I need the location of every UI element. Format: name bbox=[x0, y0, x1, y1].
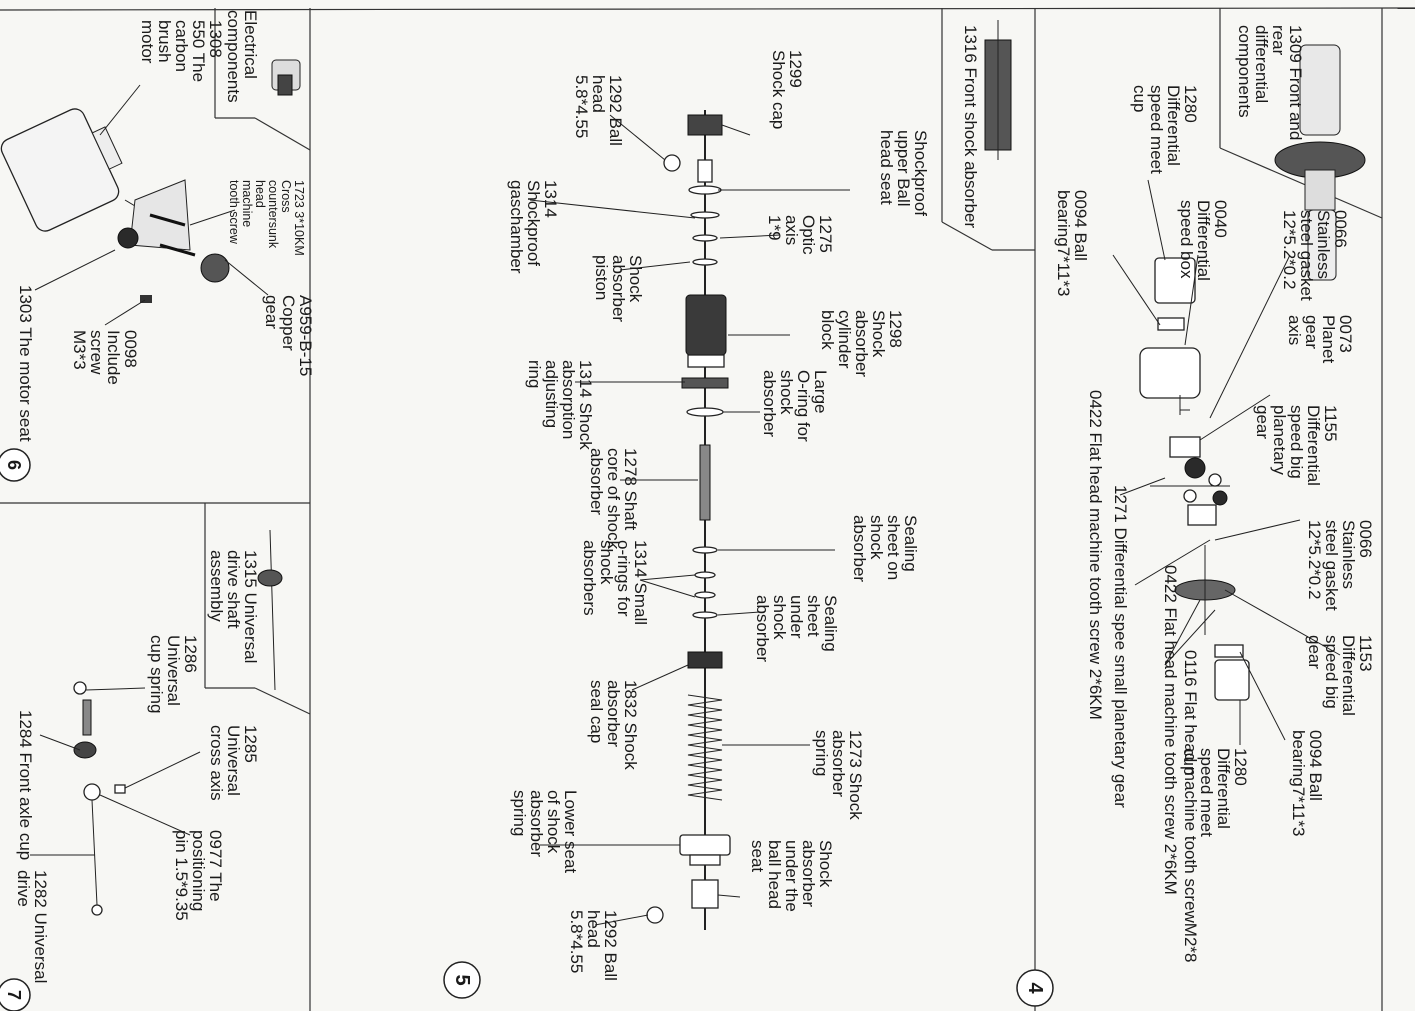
small-planet-part bbox=[1187, 504, 1217, 526]
s7-label-pin: 0977 Thepositioningpin 1.5*9.35 bbox=[172, 830, 225, 921]
s5-label-piston: Shockabsorberpiston bbox=[592, 255, 645, 322]
step-6-badge: 6 bbox=[0, 448, 31, 482]
s5-label-ball2: 1292 Ballhead5.8*4.55 bbox=[567, 910, 620, 981]
s4-label-big-gear: 1153Differentialspeed biggear bbox=[1305, 635, 1375, 716]
lower-seat-part bbox=[679, 834, 731, 856]
motor-seat-part bbox=[129, 179, 191, 251]
s4-label-diff-cup: 1280Differentialspeed meetcup bbox=[1130, 85, 1200, 174]
big-planet-part bbox=[1169, 436, 1201, 458]
s7-label-cross: 1285Universalcross axis bbox=[207, 725, 260, 801]
s6-label-gear: A959-B-15Coppergear bbox=[262, 295, 315, 376]
spring-part bbox=[687, 694, 723, 801]
s7-label-drive: 1282 Universaldrive bbox=[14, 870, 50, 983]
copper-gear-part bbox=[200, 253, 230, 283]
svg-text:4: 4 bbox=[1024, 982, 1046, 994]
diff-box-part bbox=[1139, 347, 1201, 399]
s5-label-seal-on: Sealingsheet onshockabsorber bbox=[850, 515, 920, 582]
s7-label-spring: 1286Universalcup spring bbox=[147, 635, 200, 713]
step-7-badge: 7 bbox=[0, 978, 31, 1011]
s6-label-screw2: 0098IncludescrewM3*3 bbox=[70, 330, 140, 385]
cross-axis-part bbox=[83, 783, 101, 801]
seal-cap-part bbox=[687, 651, 723, 669]
s4-label-diff-box: 0040Differentialspeed box bbox=[1177, 200, 1230, 281]
shock-absorber-drawing bbox=[529, 20, 1012, 930]
s5-label-under-ball: Shockabsorberunder theball headseat bbox=[748, 840, 835, 912]
s5-label-optic: 1275Opticaxis1*9 bbox=[765, 215, 835, 255]
motor-thumbnail bbox=[271, 59, 301, 96]
bearing-part bbox=[1157, 317, 1185, 331]
shaft-core-part bbox=[699, 444, 711, 521]
s6-label-motor: 1308550 Thecarbonbrushmotor bbox=[138, 20, 225, 82]
shock-thumbnail bbox=[984, 20, 1012, 160]
s4-label-gasket1: 0066Stainlesssteel gasket12*5.2*0.2 bbox=[1280, 210, 1350, 301]
s4-label-bb1: 0094 Ballbearing7*11*3 bbox=[1054, 190, 1090, 297]
step-5-badge: 5 bbox=[443, 961, 481, 999]
part-labels: 1309 Front andreardifferentialcomponents… bbox=[14, 10, 1375, 983]
s5-label-upper-seat: Shockproofupper Ballhead seat bbox=[877, 130, 930, 216]
s6-label-seat: 1303 The motor seat bbox=[16, 285, 35, 442]
s4-label-big-planet: 1155Differentialspeed bigplanetarygear bbox=[1253, 405, 1340, 486]
electrical-drawing bbox=[0, 59, 301, 326]
differential-assembly-drawing bbox=[1112, 44, 1366, 745]
s4-header-label: 1309 Front andreardifferentialcomponents bbox=[1235, 25, 1305, 140]
s5-label-oring: LargeO-ring forshockabsorber bbox=[760, 370, 830, 442]
s5-label-shaft: 1278 Shaftcore of shockabsorber bbox=[587, 448, 640, 550]
s5-label-small-orings: 1314 Smallo-rings forshockabsorbers bbox=[580, 540, 650, 625]
svg-text:7: 7 bbox=[4, 990, 24, 1000]
s6-label-screw: 1723 3*10KMCrosscountersunkheadmachineto… bbox=[227, 180, 306, 256]
s4-label-gasket2: 0066Stainlesssteel gasket12*5.2*0.2 bbox=[1305, 520, 1375, 611]
drive-shaft-thumbnail bbox=[257, 529, 283, 691]
s7-header-label: 1315 Universaldrive shaftassembly bbox=[207, 550, 260, 663]
s7-label-cup: 1284 Front axle cup bbox=[16, 710, 35, 860]
s5-label-seal-cap: 1832 Shockabsorberseal cap bbox=[587, 680, 640, 770]
s5-label-seal-under: Sealingsheetundershockabsorber bbox=[753, 595, 840, 662]
s5-label-spring: 1273 Shockabsorberspring bbox=[812, 730, 865, 820]
cylinder-part bbox=[685, 294, 727, 356]
s4-label-planet-axis: 0073Planetgearaxis bbox=[1285, 315, 1355, 363]
s5-header-label: 1316 Front shock absorber bbox=[961, 25, 980, 229]
s4-label-screw3: 0116 Flat head machine tooth screwM2*8 bbox=[1181, 650, 1200, 962]
differential-thumbnail bbox=[1274, 44, 1366, 281]
diff-cup-part bbox=[1154, 257, 1196, 304]
s5-label-gaschamber: 1314Shockproofgaschamber bbox=[507, 180, 560, 274]
s4-label-screw1: 0422 Flat head machine tooth screw 2*6KM bbox=[1086, 390, 1105, 720]
step-4-badge: 4 bbox=[1016, 969, 1054, 1007]
svg-text:6: 6 bbox=[4, 460, 24, 470]
s4-label-screw2: 0422 Flat head machine tooth screw 2*6KM bbox=[1161, 565, 1180, 895]
s5-label-ball1: 1292 Ballhead5.8*4.55 bbox=[572, 75, 625, 146]
s4-label-small-planet: 1271 Differential spee small planetary g… bbox=[1111, 485, 1130, 808]
shock-cap-part bbox=[687, 114, 723, 136]
motor-part bbox=[0, 108, 123, 232]
s4-label-diff-cup2: 1280Differentialspeed meetcup bbox=[1180, 748, 1250, 837]
s4-label-bb2: 0094 Ballbearing7*11*3 bbox=[1289, 730, 1325, 837]
s6-header-label: Electricalcomponents bbox=[224, 10, 260, 103]
panel-borders bbox=[0, 7, 1415, 1011]
s5-label-cap: 1299Shock cap bbox=[769, 50, 805, 129]
s5-label-lower-seat: Lower seatof shockabsorberspring bbox=[510, 790, 580, 873]
diff-cup2-part bbox=[1214, 659, 1250, 701]
svg-text:5: 5 bbox=[451, 974, 473, 985]
universal-drive-drawing bbox=[30, 529, 283, 916]
s5-label-adj-ring: 1314 Shockabsorptionadjustingring bbox=[525, 360, 595, 450]
s5-label-cylinder: 1298Shockabsorbercylinderblock bbox=[818, 310, 905, 377]
